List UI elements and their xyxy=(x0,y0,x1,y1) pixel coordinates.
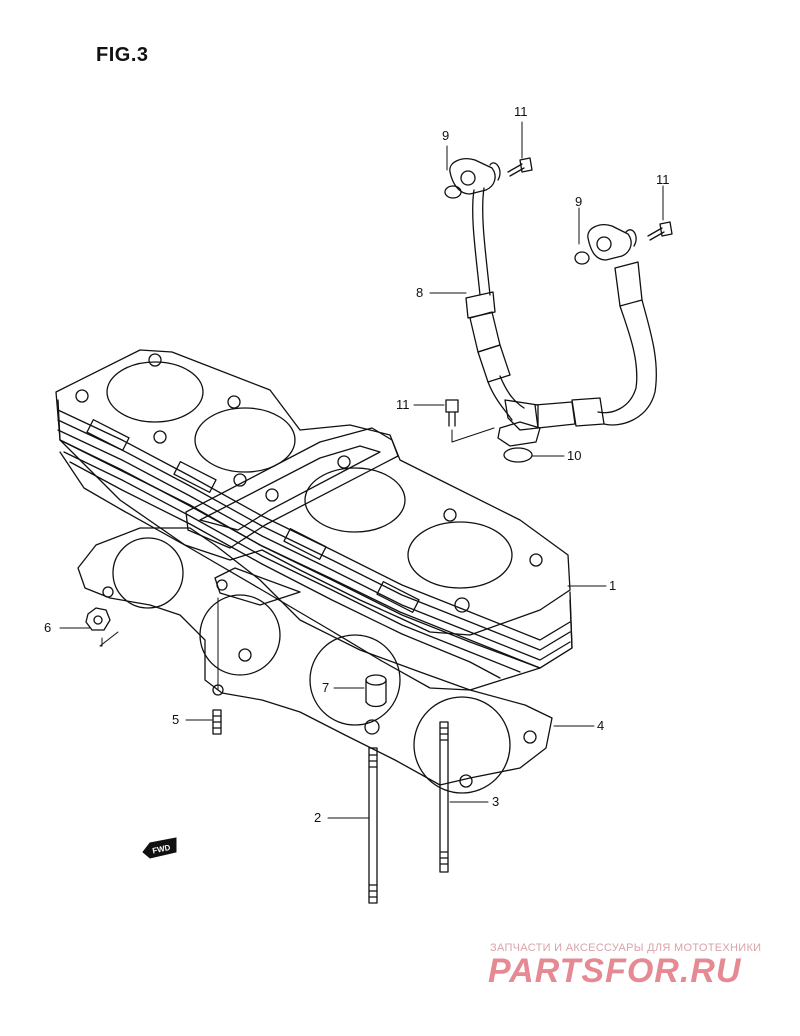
figure-title: FIG.3 xyxy=(96,44,149,66)
watermark-subtitle: ЗАПЧАСТИ И АКСЕССУАРЫ ДЛЯ МОТОТЕХНИКИ xyxy=(490,942,762,954)
callout-1: 1 xyxy=(609,578,617,593)
watermark-logo-text: PARTSFOR.RU xyxy=(488,952,742,990)
o-ring-10 xyxy=(503,447,533,463)
fwd-label: FWD xyxy=(152,843,172,856)
cap-nut xyxy=(85,607,111,631)
bore-3 xyxy=(304,467,406,533)
base-gasket xyxy=(77,527,553,794)
callout-9a: 9 xyxy=(442,128,450,143)
callout-6: 6 xyxy=(44,620,52,635)
callout-7: 7 xyxy=(322,680,330,695)
callout-5: 5 xyxy=(172,712,180,727)
callout-9b: 9 xyxy=(575,194,583,209)
stud-short xyxy=(212,709,222,735)
callout-2: 2 xyxy=(314,810,322,825)
cylinder-block xyxy=(55,349,573,691)
callout-11b: 11 xyxy=(656,172,670,187)
stud-long xyxy=(368,747,378,904)
o-ring-9b xyxy=(574,251,590,265)
union-bolts xyxy=(445,157,673,427)
bore-1 xyxy=(106,361,204,423)
bore-4 xyxy=(407,521,513,589)
oil-pipe xyxy=(444,158,657,463)
callout-11a: 11 xyxy=(514,104,528,119)
watermark-logo: PARTSFOR.RU xyxy=(488,952,742,990)
callout-10: 10 xyxy=(567,448,582,463)
dowel-pin xyxy=(365,674,387,708)
callout-11c: 11 xyxy=(396,397,410,412)
bore-2 xyxy=(194,407,296,473)
callout-3: 3 xyxy=(492,794,500,809)
callout-8: 8 xyxy=(416,285,424,300)
leader-lines xyxy=(59,121,664,819)
cooling-fins xyxy=(57,399,573,691)
o-ring-9a xyxy=(444,185,462,199)
fwd-arrow-icon: FWD xyxy=(142,837,177,859)
callout-4: 4 xyxy=(597,718,605,733)
stud-medium xyxy=(439,721,449,873)
